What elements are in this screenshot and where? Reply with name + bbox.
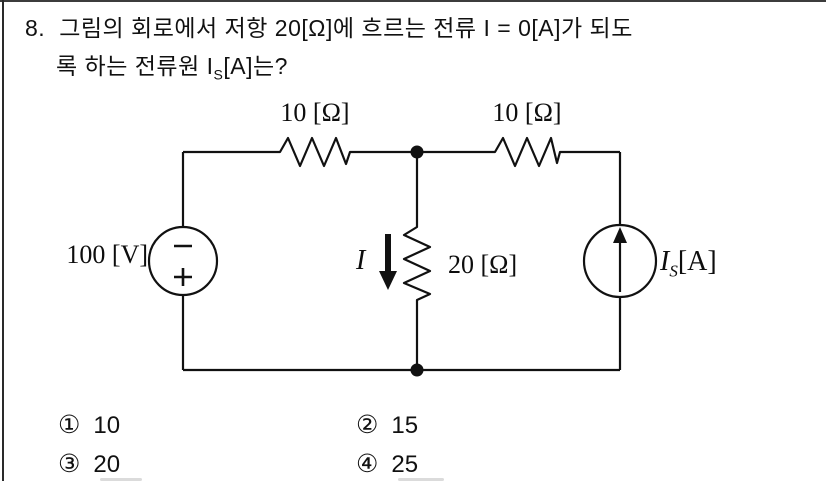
current-source-label: IS[A] [660,246,717,281]
scan-artifact [398,478,444,481]
choice-2: ② 15 [356,410,418,440]
middle-resistor-label: 20 [Ω] [448,250,518,279]
voltage-source-label: 100 [V] [66,240,148,269]
question-text-line2-tail: [A]는? [223,53,288,79]
left-border-line [2,0,4,481]
current-source-unit: [A] [677,246,717,277]
choice-1-marker: ① [58,411,81,439]
question-text-line1: 그림의 회로에서 저항 20[Ω]에 흐르는 전류 I = 0[A]가 되도 [59,15,633,41]
choice-4-value: 25 [391,451,419,478]
voltage-source-circle [147,225,219,297]
question-line-1: 8. 그림의 회로에서 저항 20[Ω]에 흐르는 전류 I = 0[A]가 되도 [25,9,633,43]
current-source-symbol: I [660,246,670,277]
choice-3-value: 20 [93,451,121,478]
choice-1: ① 10 [58,410,120,440]
question-number: 8. [25,15,46,41]
top-wire-with-resistors [183,136,620,168]
current-source-subscript: S [669,261,678,281]
bottom-node-dot [410,363,424,377]
current-symbol-label: I [356,245,366,276]
current-i-arrow-head [379,271,397,290]
top-node-dot [410,145,424,159]
choice-4-marker: ④ [356,450,379,478]
choice-4: ④ 25 [356,449,418,479]
top-border-line [0,0,826,2]
current-source-circle [582,223,658,299]
middle-branch-resistor [402,152,432,370]
choice-2-marker: ② [356,411,379,439]
choice-1-value: 10 [93,412,121,439]
right-resistor-label: 10 [Ω] [492,98,562,127]
choice-3-marker: ③ [58,450,81,478]
question-text-line2: 록 하는 전류원 I [56,53,214,79]
current-source-arrow-head [613,227,627,243]
question-line-2: 록 하는 전류원 IS[A]는? [56,47,288,83]
choice-3: ③ 20 [58,449,120,479]
choice-2-value: 15 [391,412,419,439]
question-text-line2-subscript: S [213,66,224,83]
scan-artifact [100,478,142,481]
left-resistor-label: 10 [Ω] [280,98,350,127]
voltage-source-plus-icon [174,268,192,286]
